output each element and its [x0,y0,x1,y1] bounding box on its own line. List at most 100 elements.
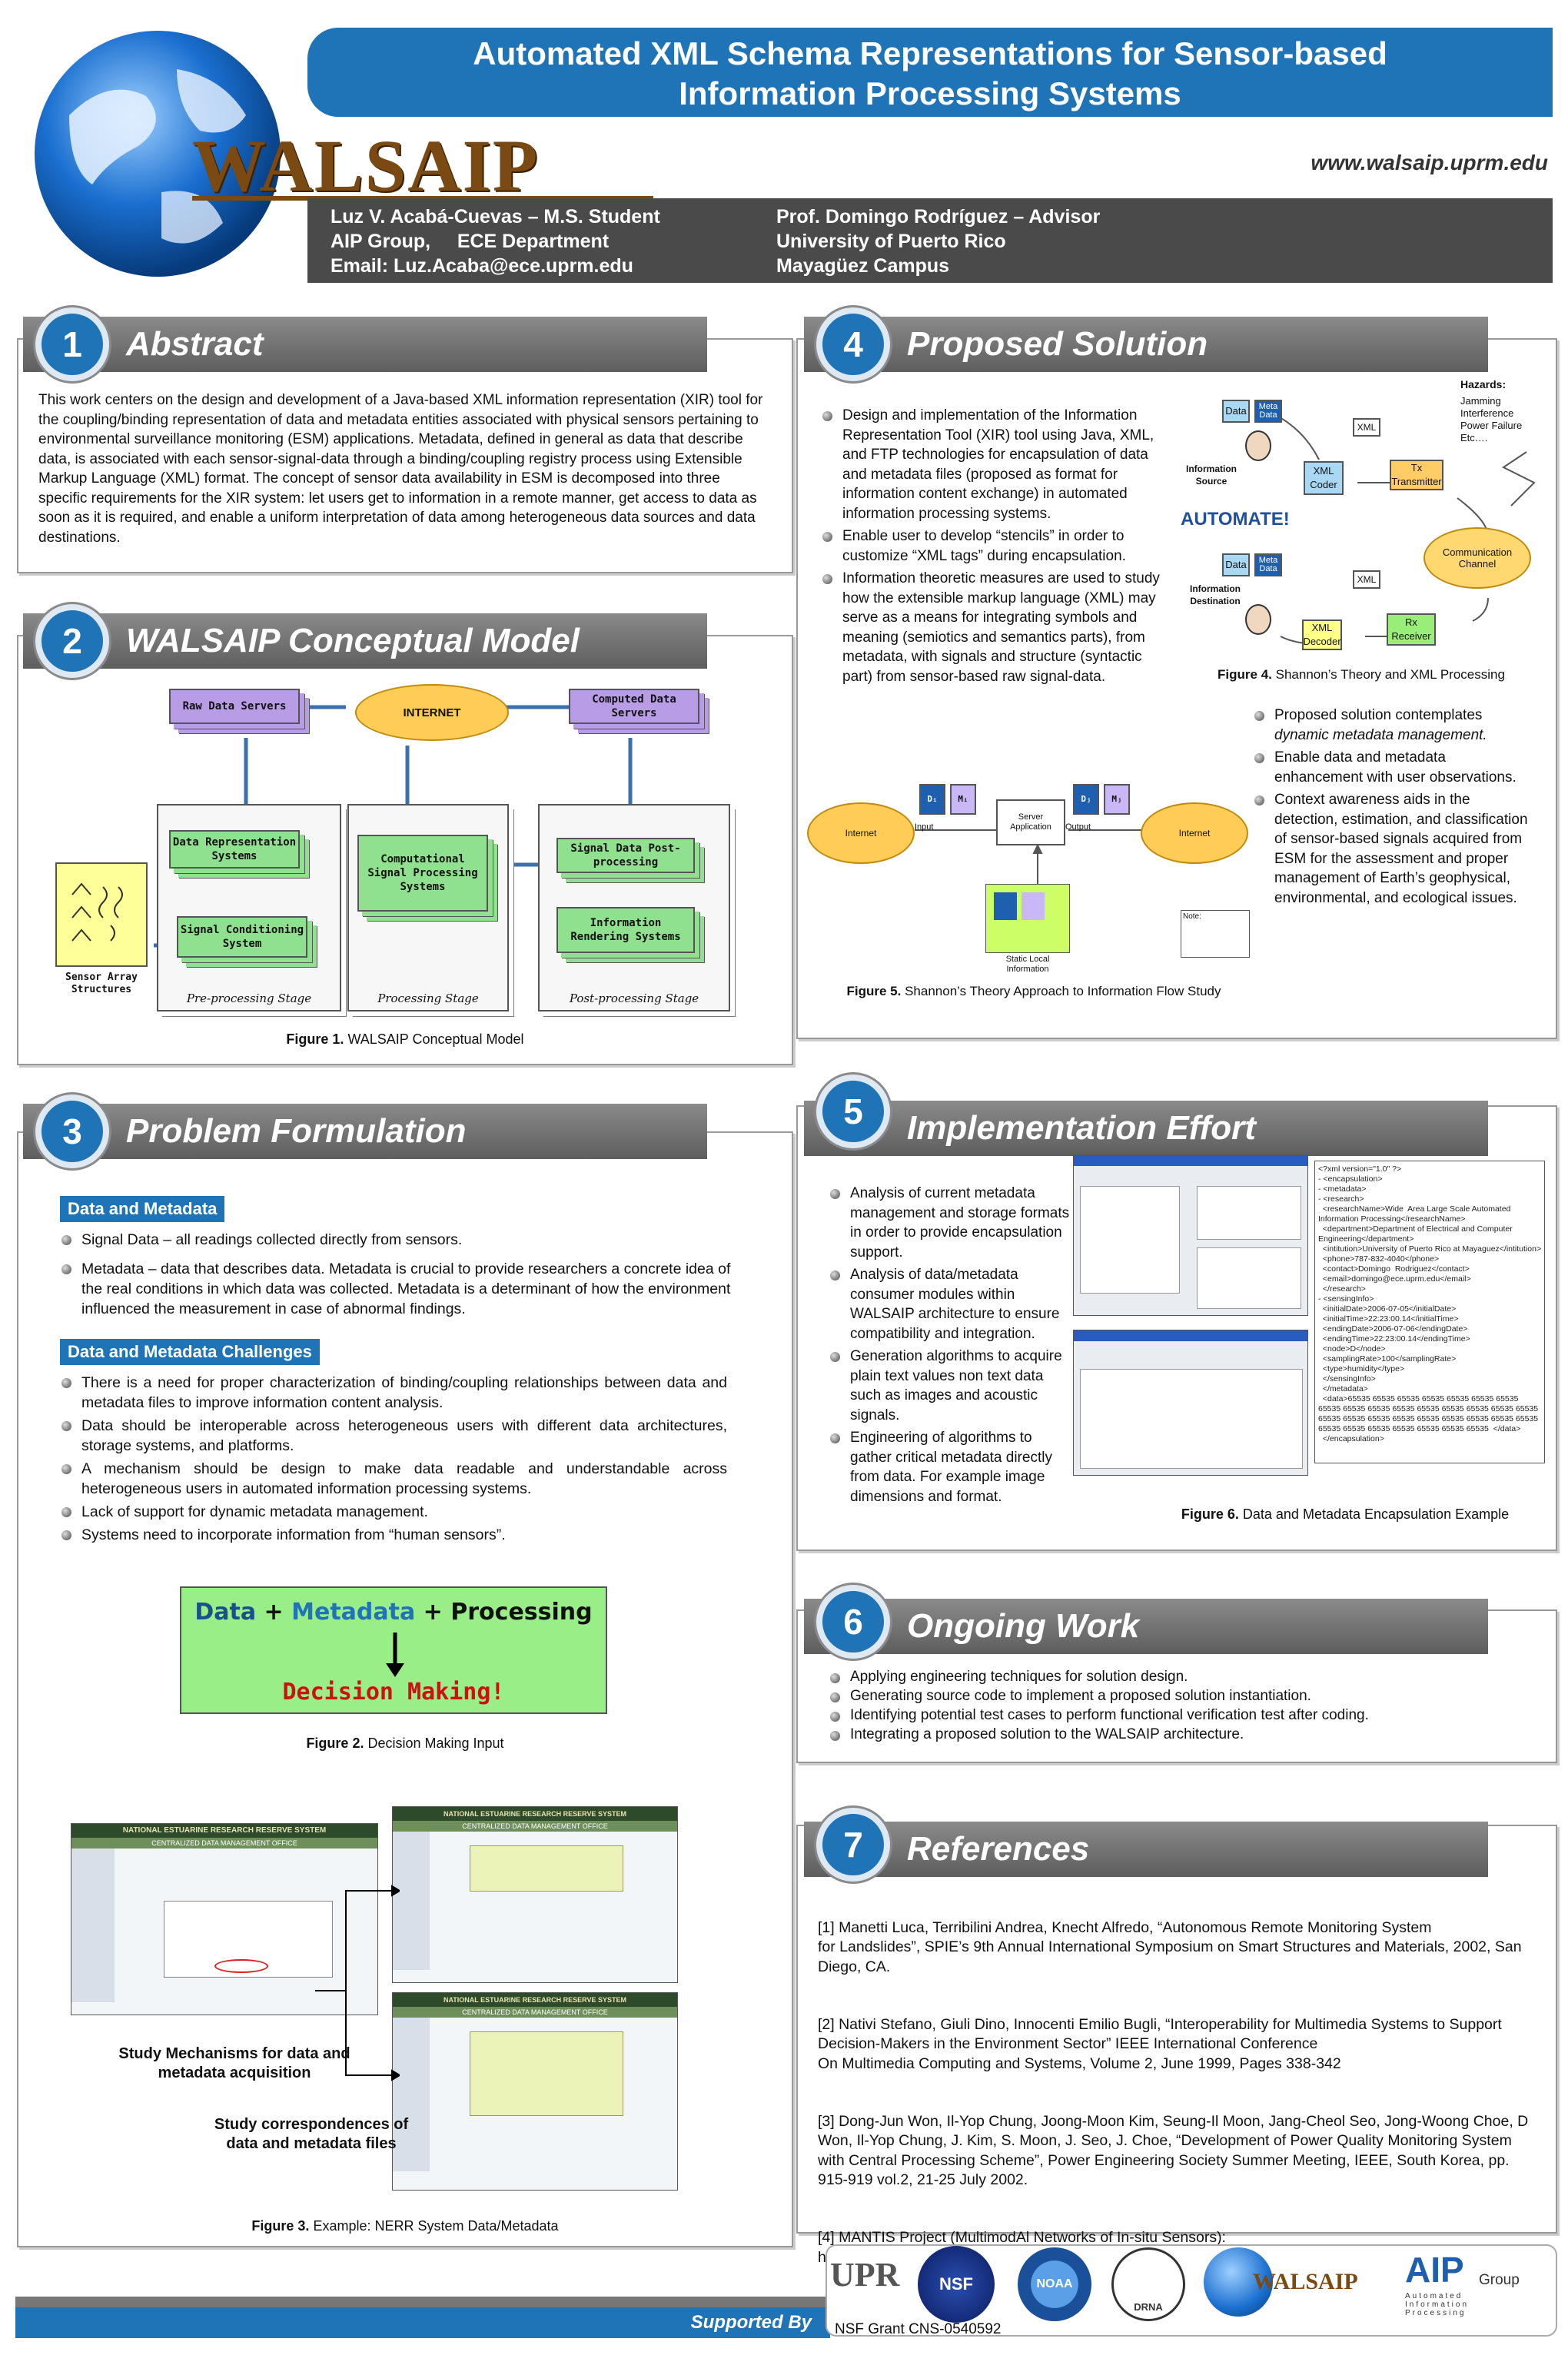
reference-2: [2] Nativi Stefano, Giuli Dino, Innocent… [818,2015,1502,2072]
aip-tagline: Automated Information Processing [1405,2292,1470,2317]
student-email[interactable]: Email: Luz.Acaba@ece.uprm.edu [331,255,633,277]
ongoing-bullet-2: Generating source code to implement a pr… [829,1687,1536,1706]
data-box-top: Data [1222,400,1250,423]
data-box-bottom: Data [1222,553,1250,576]
references-heading: References [804,1822,1488,1877]
person-destination-icon [1245,604,1271,635]
information-rendering-systems: Information Rendering Systems [556,907,695,953]
xml-decoder-box: XML Decoder [1302,619,1342,650]
impl-bullet-3: Generation algorithms to acquire plain t… [829,1347,1071,1425]
figure-3-label: Figure 3. [251,2218,310,2234]
advisor-name: Prof. Domingo Rodríguez – Advisor [776,206,1101,228]
dynamic-metadata-emphasis: dynamic metadata management. [1274,726,1487,743]
reference-1: [1] Manetti Luca, Terribilini Andrea, Kn… [818,1918,1522,1975]
xml-output-box: <?xml version="1.0" ?> - <encapsulation>… [1314,1161,1545,1463]
xml-coder-box: XML Coder [1304,461,1344,495]
automate-label: AUTOMATE! [1181,509,1290,530]
f5-meta-block-right: Mⱼ [1104,784,1130,815]
author-bar: Luz V. Acabá-Cuevas – M.S. Student AIP G… [307,198,1553,283]
section-number-6: 6 [816,1585,890,1659]
ongoing-bullet-4: Integrating a proposed solution to the W… [829,1726,1536,1744]
challenge-2: Data should be interoperable across hete… [60,1416,727,1456]
equation-line: Data + Metadata + Processing [181,1599,606,1626]
poster-title: Automated XML Schema Representations for… [307,28,1553,117]
student-group: AIP Group, ECE Department [331,231,610,252]
footer-gray-bar [15,2297,830,2307]
figure-1-caption: Figure 1. WALSAIP Conceptual Model [17,1031,793,1048]
computational-signal-processing: Computational Signal Processing Systems [357,835,488,912]
solution-bullet-2: Enable user to develop “stencils” in ord… [821,526,1174,566]
study-mechanisms-label: Study Mechanisms for data and metadata a… [118,2045,350,2081]
f5-note-box: Note: [1181,910,1250,958]
implementation-list: Analysis of current metadata management … [829,1184,1071,1510]
f5-internet-left: Internet [807,802,915,864]
hazard-1: Jamming [1460,395,1501,407]
section-references [796,1825,1557,2234]
figure-1-label: Figure 1. [286,1031,344,1047]
implementation-effort-heading: Implementation Effort [804,1101,1488,1156]
section-number-4: 4 [816,307,890,381]
hazards-list: Jamming Interference Power Failure Etc…. [1460,395,1545,444]
f5-static-info-box [985,884,1070,953]
noaa-logo: NOAA [1018,2247,1091,2321]
abstract-text: This work centers on the design and deve… [38,392,763,546]
sensor-array-icon [55,862,148,967]
nerr-subtitle-3: CENTRALIZED DATA MANAGEMENT OFFICE [393,2007,677,2018]
figure-6-label: Figure 6. [1181,1506,1239,1522]
communication-channel-cloud: Communication Channel [1423,527,1531,589]
nsf-logo: NSF [918,2246,995,2323]
hazards-title: Hazards: [1460,378,1507,390]
person-source-icon [1245,430,1271,461]
f5-output-label: Output [1065,822,1091,832]
context-awareness-bullet: Context awareness aids in the detection,… [1253,790,1537,908]
raw-data-servers: Raw Data Servers [169,689,300,724]
proposed-solution-list-2: Proposed solution contemplates dynamic m… [1253,706,1537,911]
advisor-campus: Mayagüez Campus [776,255,950,277]
decision-making-text: Decision Making! [282,1679,505,1706]
challenges-tag: Data and Metadata Challenges [60,1339,320,1365]
nerr-title-2: NATIONAL ESTUARINE RESEARCH RESERVE SYST… [393,1807,677,1821]
figure-6-caption: Figure 6. Data and Metadata Encapsulatio… [1153,1506,1537,1523]
challenge-4: Lack of support for dynamic metadata man… [60,1502,727,1522]
eq-plus-2: + [415,1599,451,1626]
figure-3-caption: Figure 3. Example: NERR System Data/Meta… [17,2218,793,2234]
f5-data-block-left: Dᵢ [919,784,945,815]
pre-processing-label: Pre-processing Stage [186,992,312,1005]
section-number-5: 5 [816,1075,890,1148]
proposed-solution-heading: Proposed Solution [804,317,1488,372]
f5-data-block-right: Dⱼ [1073,784,1099,815]
dynamic-metadata-text: Proposed solution contemplates [1274,707,1483,723]
nerr-subtitle-1: CENTRALIZED DATA MANAGEMENT OFFICE [71,1838,377,1848]
decision-making-figure: Data + Metadata + Processing Decision Ma… [180,1586,607,1714]
website-link[interactable]: www.walsaip.uprm.edu [1311,151,1548,174]
app-window-1 [1073,1154,1308,1316]
figure-4-label: Figure 4. [1218,667,1272,682]
aip-logo: AIP [1405,2250,1464,2290]
bullet-metadata: Metadata – data that describes data. Met… [60,1259,736,1319]
nerr-title-3: NATIONAL ESTUARINE RESEARCH RESERVE SYST… [393,1993,677,2007]
bullet-signal-data: Signal Data – all readings collected dir… [60,1230,736,1250]
figure-3-text: Example: NERR System Data/Metadata [309,2218,559,2234]
section-proposed-solution [796,338,1557,1039]
xml-output-text: <?xml version="1.0" ?> - <encapsulation>… [1318,1164,1542,1443]
nerr-arrows [315,1885,400,2081]
advisor-info: Prof. Domingo Rodríguez – Advisor Univer… [776,204,1100,278]
nsf-grant-text: NSF Grant CNS-0540592 [835,2321,1002,2337]
nerr-subtitle-2: CENTRALIZED DATA MANAGEMENT OFFICE [393,1821,677,1832]
info-destination-label: Information Destination [1190,583,1241,606]
solution-bullet-1: Design and implementation of the Informa… [821,406,1174,523]
xml-box-bottom: XML [1353,570,1380,589]
internet-cloud: INTERNET [355,684,509,741]
enhancement-bullet: Enable data and metadata enhancement wit… [1253,748,1537,787]
impl-bullet-2: Analysis of data/metadata consumer modul… [829,1265,1071,1344]
figure-5-text: Shannon’s Theory Approach to Information… [901,984,1221,998]
hazard-4: Etc…. [1460,432,1488,443]
supported-by-label: Supported By [690,2312,812,2333]
walsaip-footer-logo: WALSAIP [1253,2269,1358,2294]
f5-note-title: Note: [1183,912,1201,921]
rx-receiver-box: Rx Receiver [1387,613,1436,646]
ongoing-bullet-3: Identifying potential test cases to perf… [829,1706,1536,1725]
section-number-2: 2 [35,604,109,678]
title-line-1: Automated XML Schema Representations for… [473,35,1387,71]
f5-static-info-label: Static Local Information [1005,955,1050,974]
